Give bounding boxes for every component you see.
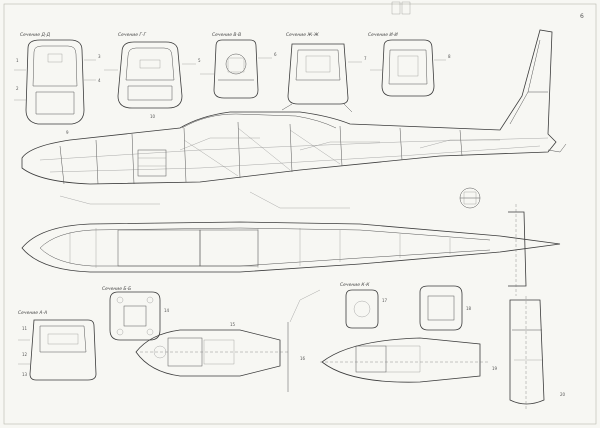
corner-mark: 6 (580, 13, 584, 20)
svg-text:1: 1 (16, 58, 19, 63)
svg-text:20: 20 (560, 392, 566, 397)
section-i-i: Сечение И-И (368, 32, 446, 97)
detail-bubble (459, 187, 481, 209)
section-label: Сечение В-В (212, 32, 241, 38)
svg-text:13: 13 (22, 372, 28, 377)
svg-text:19: 19 (492, 366, 498, 371)
fuselage-plan-view (21, 204, 561, 296)
svg-text:9: 9 (66, 130, 69, 135)
svg-text:10: 10 (150, 114, 156, 119)
nose-engine-view (135, 322, 290, 392)
section-d-d: Сечение Д-Д (14, 32, 96, 125)
section-label: Сечение Б-Б (102, 286, 131, 292)
svg-text:17: 17 (382, 298, 388, 303)
leader-lines (59, 137, 500, 323)
section-a-a: Сечение А-А (18, 310, 97, 381)
svg-text:11: 11 (22, 326, 28, 331)
svg-text:14: 14 (164, 308, 170, 313)
callout-numbers-bottom: 11 12 13 14 15 16 17 18 19 20 (22, 298, 566, 397)
svg-text:5: 5 (198, 58, 201, 63)
svg-text:12: 12 (22, 352, 28, 357)
svg-text:2: 2 (16, 86, 19, 91)
fuel-tank-view (320, 337, 490, 383)
svg-text:6: 6 (274, 52, 277, 57)
rudder-view (509, 296, 545, 410)
svg-text:7: 7 (364, 56, 367, 61)
fuselage-side-view (21, 29, 567, 185)
section-v-v: Сечение В-В (200, 32, 272, 99)
svg-text:3: 3 (98, 54, 101, 59)
section-label: Сечение Д-Д (20, 32, 51, 38)
svg-text:16: 16 (300, 356, 306, 361)
svg-text:4: 4 (98, 78, 101, 83)
section-b-b: Сечение Б-Б (102, 286, 161, 341)
section-g-g: Сечение Г-Г (104, 32, 196, 109)
section-label: Сечение И-И (368, 32, 398, 38)
section-label: Сечение А-А (18, 310, 47, 316)
section-k-k: Сечение К-К (340, 282, 463, 331)
svg-text:8: 8 (448, 54, 451, 59)
section-label: Сечение Г-Г (118, 32, 147, 38)
svg-text:18: 18 (466, 306, 472, 311)
callout-numbers: 1 2 3 4 5 6 7 8 9 10 (16, 52, 451, 135)
svg-text:15: 15 (230, 322, 236, 327)
section-label: Сечение К-К (340, 282, 370, 288)
section-zh-zh: Сечение Ж-Ж (281, 32, 362, 113)
sheet-border (3, 3, 597, 425)
title-stamp (391, 1, 411, 15)
section-label: Сечение Ж-Ж (286, 32, 319, 38)
